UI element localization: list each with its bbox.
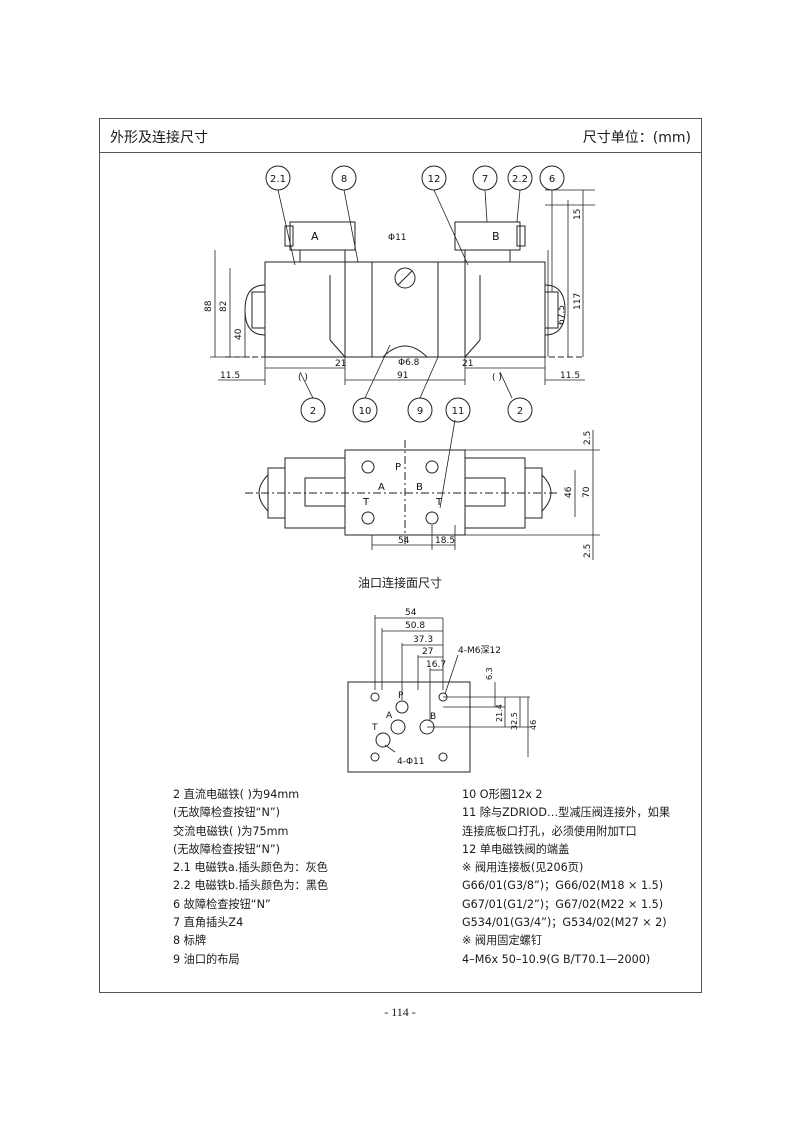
plan-dim-2-5-bottom: 2.5 — [583, 544, 593, 558]
face-dim-21-4: 21.4 — [495, 704, 504, 722]
dim-phi6-8: Φ6.8 — [398, 358, 420, 368]
legend-item: (无故障检查按钮“N”) — [173, 806, 281, 820]
legend-item: 11 除与ZDRIOD…型减压阀连接外，如果 — [462, 806, 671, 820]
dim-88: 88 — [204, 300, 214, 312]
legend-item: 2 直流电磁铁( )为94mm — [173, 788, 300, 801]
mounting-face — [347, 681, 471, 773]
face-dim-32-5: 32.5 — [510, 712, 519, 730]
balloon-6: 6 — [549, 174, 555, 185]
balloon-2-right: 2 — [517, 406, 523, 417]
paren-left: ( ) — [298, 373, 308, 383]
balloons — [265, 165, 565, 423]
solenoid-a-letter: A — [311, 230, 319, 243]
legend-item: 连接底板口打孔，必须使用附加T口 — [462, 824, 637, 838]
balloon-12: 12 — [428, 174, 441, 185]
port-a — [390, 719, 406, 735]
face-dim-16-7: 16.7 — [426, 660, 446, 670]
legend-item: 交流电磁铁( )为75mm — [173, 824, 289, 838]
legend-right: 10 O形圈12x 2 11 除与ZDRIOD…型减压阀连接外，如果 连接底板口… — [462, 786, 670, 969]
plan-dim-70: 70 — [582, 486, 592, 498]
legend-item: 12 单电磁铁阀的端盖 — [462, 842, 570, 856]
plan-dim-18-5: 18.5 — [435, 536, 455, 546]
side-view — [225, 221, 585, 358]
plan-dim-54: 54 — [398, 536, 410, 546]
unit-label: 尺寸单位：(mm) — [582, 130, 691, 146]
face-dim-46: 46 — [529, 720, 538, 730]
face-dim-37-3: 37.3 — [413, 635, 433, 645]
face-port-p: P — [398, 691, 404, 701]
face-dim-27: 27 — [422, 647, 433, 657]
plan-view — [245, 440, 560, 545]
legend-item: 9 油口的布局 — [173, 952, 240, 966]
balloon-9: 9 — [417, 406, 423, 417]
legend-item: 4–M6x 50–10.9(G B/T70.1—2000) — [462, 952, 651, 966]
balloon-2-2: 2.2 — [512, 174, 528, 185]
dim-21-left: 21 — [335, 359, 346, 369]
solenoid-b-letter: B — [492, 230, 500, 243]
balloon-11: 11 — [452, 406, 465, 417]
dim-11-5-left: 11.5 — [220, 371, 240, 381]
legend-item: (无故障检查按钮“N”) — [173, 842, 281, 856]
legend-left: 2 直流电磁铁( )为94mm (无故障检查按钮“N”) 交流电磁铁( )为75… — [173, 786, 328, 969]
legend-item: 2.1 电磁铁a.插头颜色为：灰色 — [173, 861, 328, 875]
mounting-face-title: 油口连接面尺寸 — [357, 576, 442, 590]
legend-item: G534/01(G3/4”)；G534/02(M27 × 2) — [462, 916, 667, 930]
face-phi11-note: 4-Φ11 — [397, 757, 425, 767]
legend-item: G67/01(G1/2”)；G67/02(M22 × 1.5) — [462, 897, 664, 911]
legend-item: ※ 阀用固定螺钉 — [462, 934, 543, 948]
dim-82: 82 — [219, 301, 229, 312]
legend-item: 2.2 电磁铁b.插头颜色为：黑色 — [173, 879, 329, 893]
legend-item: 7 直角插头Z4 — [173, 916, 244, 930]
page-number: - 114 - — [384, 1005, 416, 1019]
paren-right: ( ) — [492, 373, 502, 383]
face-dim-6-3: 6.3 — [485, 667, 494, 680]
dim-91: 91 — [397, 371, 408, 381]
legend-item: 10 O形圈12x 2 — [462, 788, 543, 801]
section-title: 外形及连接尺寸 — [110, 130, 208, 146]
face-m6-note: 4-M6深12 — [458, 645, 501, 656]
balloon-2-1: 2.1 — [270, 174, 286, 185]
plan-dim-2-5-top: 2.5 — [583, 431, 593, 445]
face-dim-50-8: 50.8 — [405, 621, 425, 631]
connector-b — [454, 221, 521, 251]
header-row: 外形及连接尺寸 尺寸单位：(mm) — [100, 119, 701, 153]
legend-item: 6 故障检查按钮“N” — [173, 897, 271, 911]
dim-67-5: 67.5 — [557, 305, 567, 325]
valve-body — [344, 261, 466, 358]
connector-a — [289, 221, 356, 251]
face-port-b: B — [430, 712, 436, 722]
screw-head — [394, 267, 416, 289]
balloon-8: 8 — [341, 174, 347, 185]
plan-port-a: A — [378, 482, 385, 493]
dim-117: 117 — [573, 293, 583, 310]
legend-item: ※ 阀用连接板(见206页) — [462, 861, 584, 875]
dim-15: 15 — [573, 209, 583, 220]
legend-item: G66/01(G3/8”)；G66/02(M18 × 1.5) — [462, 879, 664, 893]
dim-40: 40 — [234, 328, 244, 340]
port-p — [395, 700, 409, 714]
balloon-10: 10 — [359, 406, 372, 417]
plan-port-p: P — [395, 462, 401, 473]
dim-phi11-top: Φ11 — [388, 233, 407, 243]
plan-port-t-right: T — [435, 497, 443, 508]
face-port-a: A — [386, 711, 393, 721]
balloon-7: 7 — [482, 174, 488, 185]
plan-port-b: B — [416, 482, 423, 493]
face-port-t: T — [371, 723, 378, 733]
plan-dim-46: 46 — [564, 486, 574, 498]
port-t — [375, 732, 391, 748]
dim-11-5-right: 11.5 — [560, 371, 580, 381]
legend-item: 8 标牌 — [173, 934, 207, 948]
balloon-2-left: 2 — [310, 406, 316, 417]
face-dim-54: 54 — [405, 608, 417, 618]
plan-port-t-left: T — [362, 497, 370, 508]
dim-21-right: 21 — [462, 359, 473, 369]
right-end-cap — [544, 284, 566, 336]
drawing-frame: 外形及连接尺寸 尺寸单位：(mm) — [99, 118, 702, 993]
